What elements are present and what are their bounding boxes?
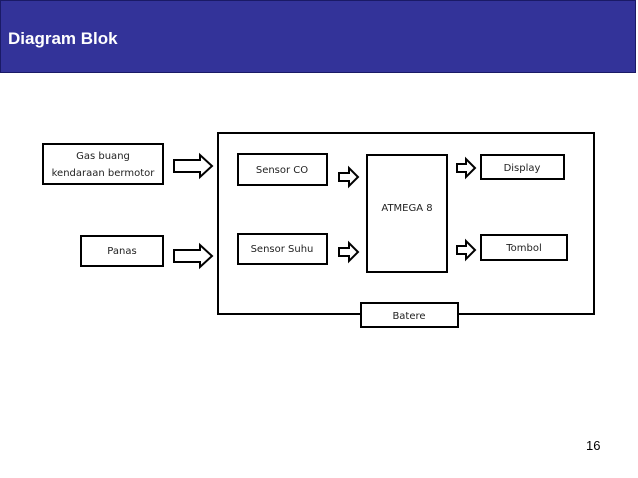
- arrow-suhu-to-mcu: [338, 240, 360, 264]
- slide-title: Diagram Blok: [8, 29, 118, 48]
- arrow-mcu-to-tombol: [456, 238, 477, 262]
- sensor-co-label: Sensor CO: [256, 165, 308, 176]
- output-tombol-label: Tombol: [505, 243, 542, 254]
- page-number: 16: [586, 438, 601, 453]
- arrow-mcu-to-display: [456, 156, 477, 180]
- sensor-co-block: Sensor CO: [237, 153, 328, 186]
- power-batere-label: Batere: [392, 311, 425, 322]
- arrow-co-to-mcu: [338, 165, 360, 189]
- input-gas-label-line2: kendaraan bermotor: [52, 168, 156, 179]
- arrow-panas-to-enclosure: [173, 242, 214, 270]
- output-display-block: Display: [480, 154, 565, 180]
- mcu-block: ATMEGA 8: [366, 154, 448, 273]
- power-batere-block: Batere: [360, 302, 459, 328]
- slide-header: Diagram Blok: [0, 0, 636, 73]
- input-gas-label-line1: Gas buang: [76, 151, 130, 162]
- output-display-label: Display: [504, 163, 541, 174]
- output-tombol-block: Tombol: [480, 234, 568, 261]
- input-gas-block: Gas buang kendaraan bermotor: [42, 143, 164, 185]
- mcu-label: ATMEGA 8: [381, 203, 432, 214]
- input-panas-block: Panas: [80, 235, 164, 267]
- sensor-suhu-block: Sensor Suhu: [237, 233, 328, 265]
- sensor-suhu-label: Sensor Suhu: [251, 244, 314, 255]
- input-panas-label: Panas: [107, 246, 136, 257]
- arrow-gas-to-enclosure: [173, 152, 214, 180]
